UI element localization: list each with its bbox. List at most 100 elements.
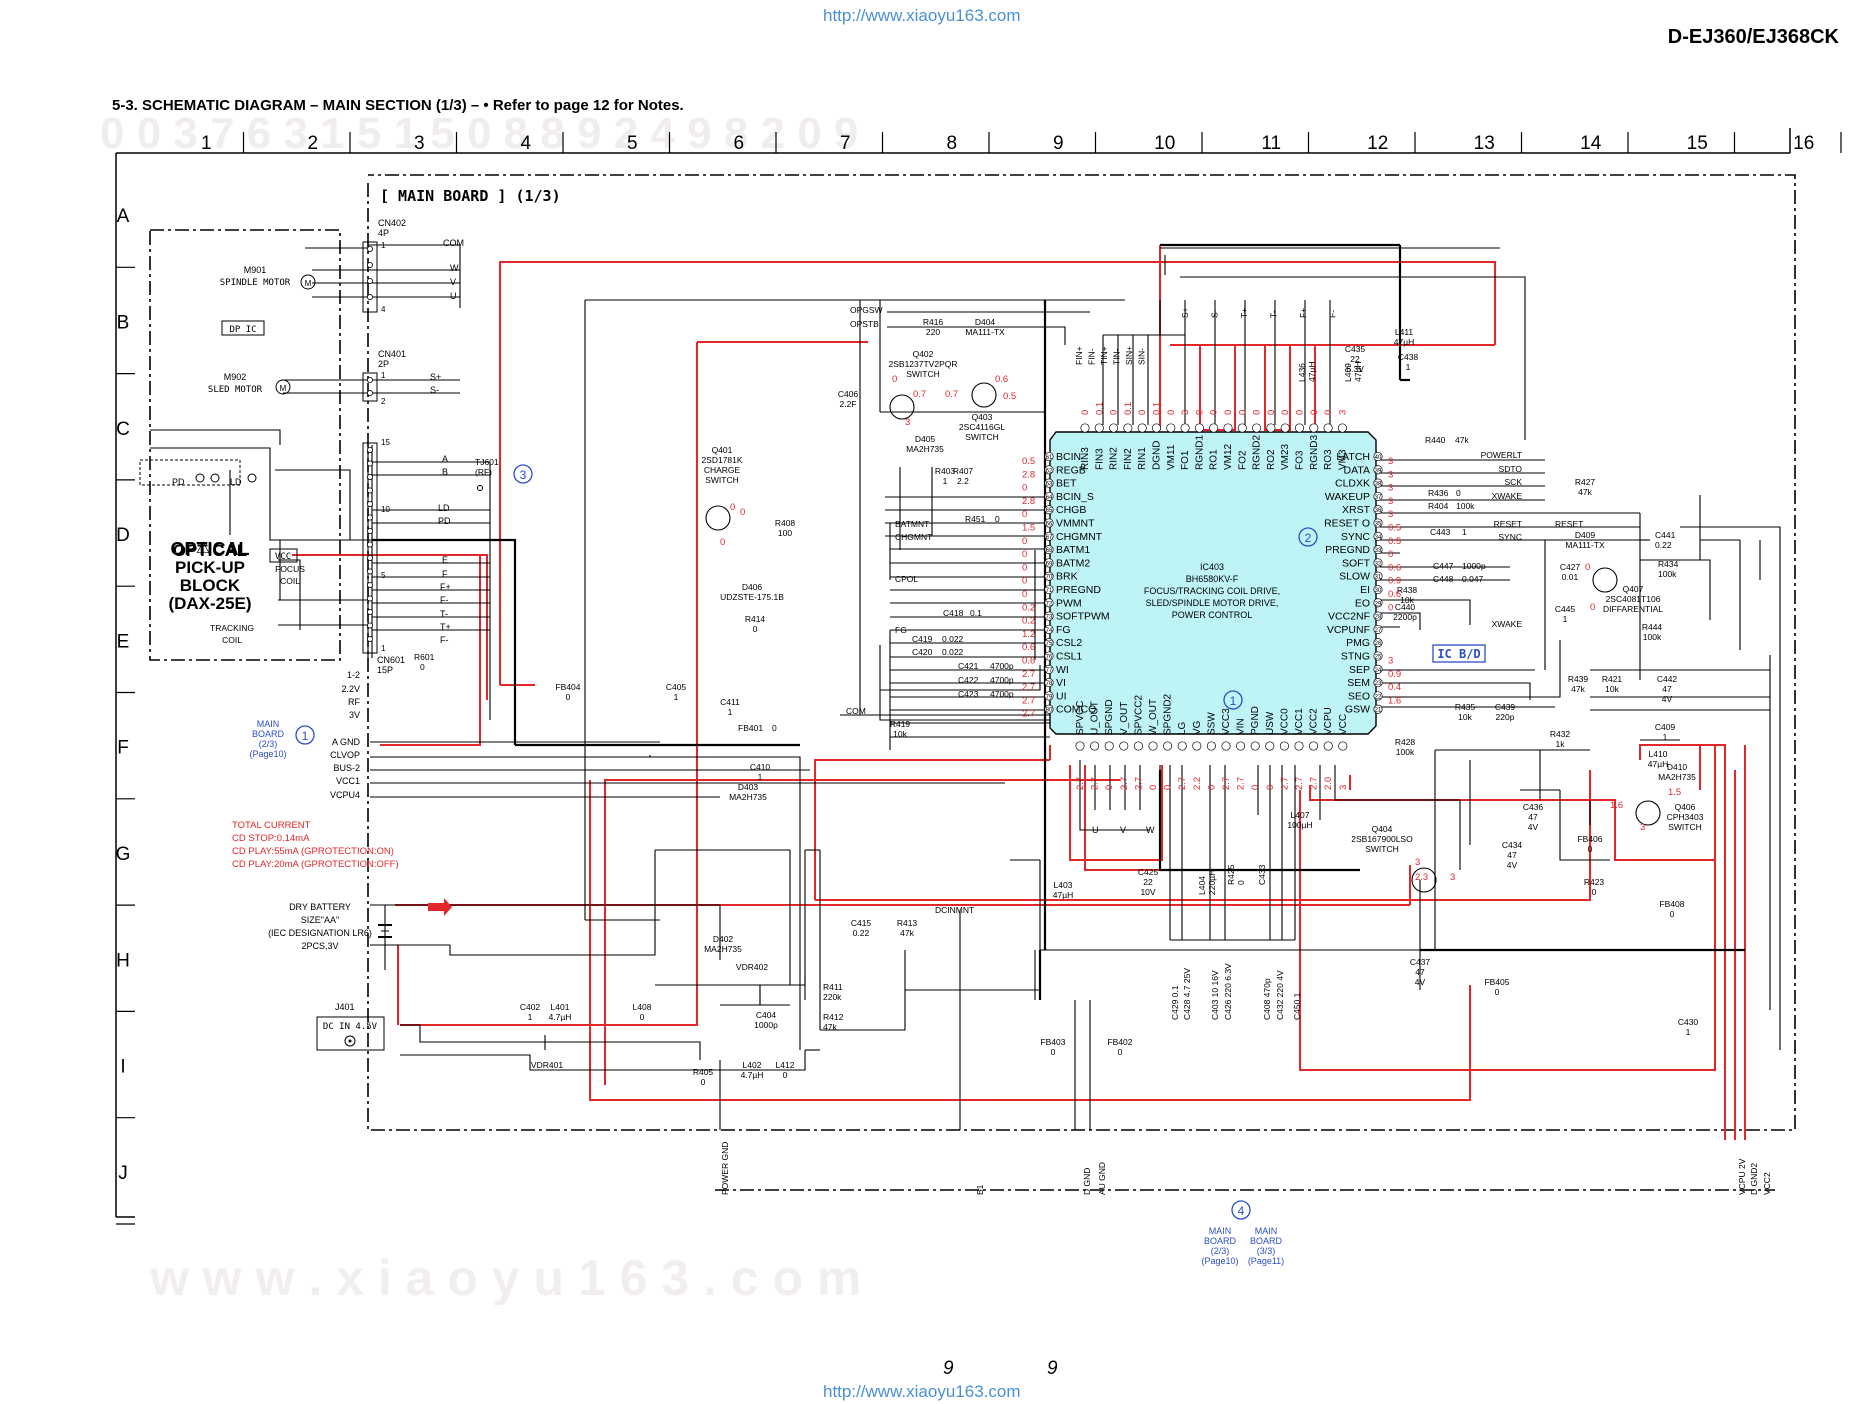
ic-pin-label: VCC0	[1279, 708, 1290, 735]
svg-text:100k: 100k	[1643, 632, 1662, 642]
url-bottom[interactable]: http://www.xiaoyu163.com	[823, 1382, 1021, 1401]
voltage-value: 0	[1109, 410, 1120, 415]
voltage-value: 2.0	[1323, 777, 1334, 790]
svg-text:10k: 10k	[1400, 595, 1414, 605]
svg-text:C437: C437	[1410, 957, 1431, 967]
svg-text:2: 2	[381, 397, 386, 406]
svg-text:L404: L404	[1197, 876, 1207, 895]
ic-pin-label: SPVCC	[1075, 701, 1086, 735]
svg-text:VDR401: VDR401	[531, 1060, 563, 1070]
cn601-connector: 15 10 5 1 CN601 15P A B LD PD E F F+ F- …	[362, 438, 451, 675]
grid-column-label: 5	[627, 133, 638, 154]
voltage-value: 0.6	[995, 374, 1008, 385]
ic-pin-label: VM12	[1223, 443, 1234, 470]
svg-text:M: M	[280, 384, 287, 393]
voltage-value: 3	[1388, 509, 1393, 520]
optical-pickup-labels: OPTICAL PICK-UP BLOCK (DAX-25E)	[168, 541, 251, 613]
row-ticks	[116, 266, 135, 1225]
motor-pin-label: TIN-	[1112, 348, 1122, 365]
ic-pin-label: PREGND	[1325, 544, 1370, 556]
page-number-right: 9	[1047, 1358, 1058, 1379]
ic-pin-label: VM11	[1166, 444, 1177, 470]
ic-pin-label: SEM	[1347, 677, 1370, 689]
svg-text:F+: F+	[440, 582, 451, 592]
svg-text:0.22: 0.22	[853, 928, 870, 938]
svg-text:SLED MOTOR: SLED MOTOR	[208, 385, 263, 395]
svg-text:0: 0	[1670, 909, 1675, 919]
svg-text:R413: R413	[897, 918, 918, 928]
ic-pin-label: EI	[1360, 584, 1370, 596]
ic-pin-number: 27	[1375, 628, 1382, 634]
svg-text:1000p: 1000p	[1462, 561, 1486, 571]
ic-pin-number: 65	[1046, 508, 1053, 514]
svg-text:2.2F: 2.2F	[839, 399, 856, 409]
svg-text:CN601: CN601	[377, 655, 405, 665]
svg-text:BATMNT: BATMNT	[895, 519, 929, 529]
voltage-value: 3	[1388, 656, 1393, 667]
voltage-value: 2.8	[1022, 469, 1035, 480]
grid-row-label: F	[117, 738, 129, 759]
svg-text:FOCUS: FOCUS	[275, 564, 305, 574]
dp-ic-box: DP IC	[221, 320, 265, 336]
svg-text:4P: 4P	[378, 228, 389, 238]
voltage-value: 2.7	[1090, 777, 1101, 790]
svg-text:1k: 1k	[1556, 739, 1566, 749]
voltage-value: 0.6	[1388, 589, 1401, 600]
ic-pin-label: CHGMNT	[1056, 531, 1103, 543]
svg-text:10V: 10V	[1140, 887, 1155, 897]
circle-ref-1b: 1	[1223, 690, 1243, 710]
voltage-value: 3	[1388, 483, 1393, 494]
transistors	[705, 382, 1661, 893]
svg-text:1: 1	[758, 772, 763, 782]
grid-column-label: 9	[1053, 133, 1064, 154]
voltage-value: 0	[1252, 410, 1263, 415]
voltage-value: 0.6	[1022, 656, 1035, 667]
svg-text:B: B	[442, 467, 448, 477]
coil-pin-label: S-	[1210, 309, 1220, 318]
svg-text:R440: R440	[1425, 435, 1446, 445]
red-traces	[292, 245, 1746, 1140]
svg-text:C440: C440	[1395, 602, 1416, 612]
ic-pin-label: PMG	[1346, 637, 1370, 649]
voltage-value: 0	[1166, 410, 1177, 415]
grid-row-label: G	[116, 844, 131, 865]
ic-pin-label: VCPU	[1323, 707, 1334, 735]
svg-text:C435: C435	[1345, 344, 1366, 354]
svg-text:2SD1781K: 2SD1781K	[701, 455, 742, 465]
svg-text:D403: D403	[738, 782, 759, 792]
svg-text:47µH: 47µH	[1307, 362, 1317, 383]
ic403-desc3: POWER CONTROL	[1172, 610, 1253, 620]
ic-pin-number: 72	[1046, 601, 1053, 607]
ic-pin-label: VIN	[1236, 718, 1247, 735]
svg-text:IC B/D: IC B/D	[1437, 647, 1480, 661]
voltage-value: 0	[1022, 509, 1027, 520]
svg-text:S+: S+	[430, 372, 441, 382]
url-top[interactable]: http://www.xiaoyu163.com	[823, 6, 1021, 25]
ic-pin-label: RGND1	[1194, 435, 1205, 470]
ic-pin-label: UI	[1056, 690, 1067, 702]
svg-text:D409: D409	[1575, 530, 1596, 540]
svg-text:47: 47	[1415, 967, 1425, 977]
thick-bus	[372, 243, 1745, 1000]
ic-pin-number: 63	[1046, 482, 1053, 488]
grid-row-label: J	[118, 1163, 128, 1184]
svg-text:L407: L407	[1291, 810, 1310, 820]
svg-text:C434: C434	[1502, 840, 1523, 850]
svg-text:R412: R412	[823, 1012, 844, 1022]
svg-text:DRY BATTERY: DRY BATTERY	[289, 902, 351, 912]
ic-pin-number: 22	[1375, 694, 1382, 700]
ground-label: AU GND	[1097, 1162, 1107, 1195]
ic-pin-label: FIN2	[1123, 448, 1134, 470]
total-current-note: TOTAL CURRENT CD STOP:0.14mA CD PLAY:55m…	[232, 820, 452, 916]
svg-text:0.22: 0.22	[1655, 540, 1672, 550]
ic-pin-label: RO3	[1323, 449, 1334, 470]
svg-text:MA111-TX: MA111-TX	[1565, 540, 1605, 550]
ic-pin-number: 80	[1046, 708, 1053, 714]
ic-pin-label: SSW	[1206, 712, 1217, 735]
svg-text:FB403: FB403	[1040, 1037, 1065, 1047]
svg-text:R404: R404	[1428, 501, 1449, 511]
capacitor-label: C403 10 16V	[1210, 970, 1220, 1020]
